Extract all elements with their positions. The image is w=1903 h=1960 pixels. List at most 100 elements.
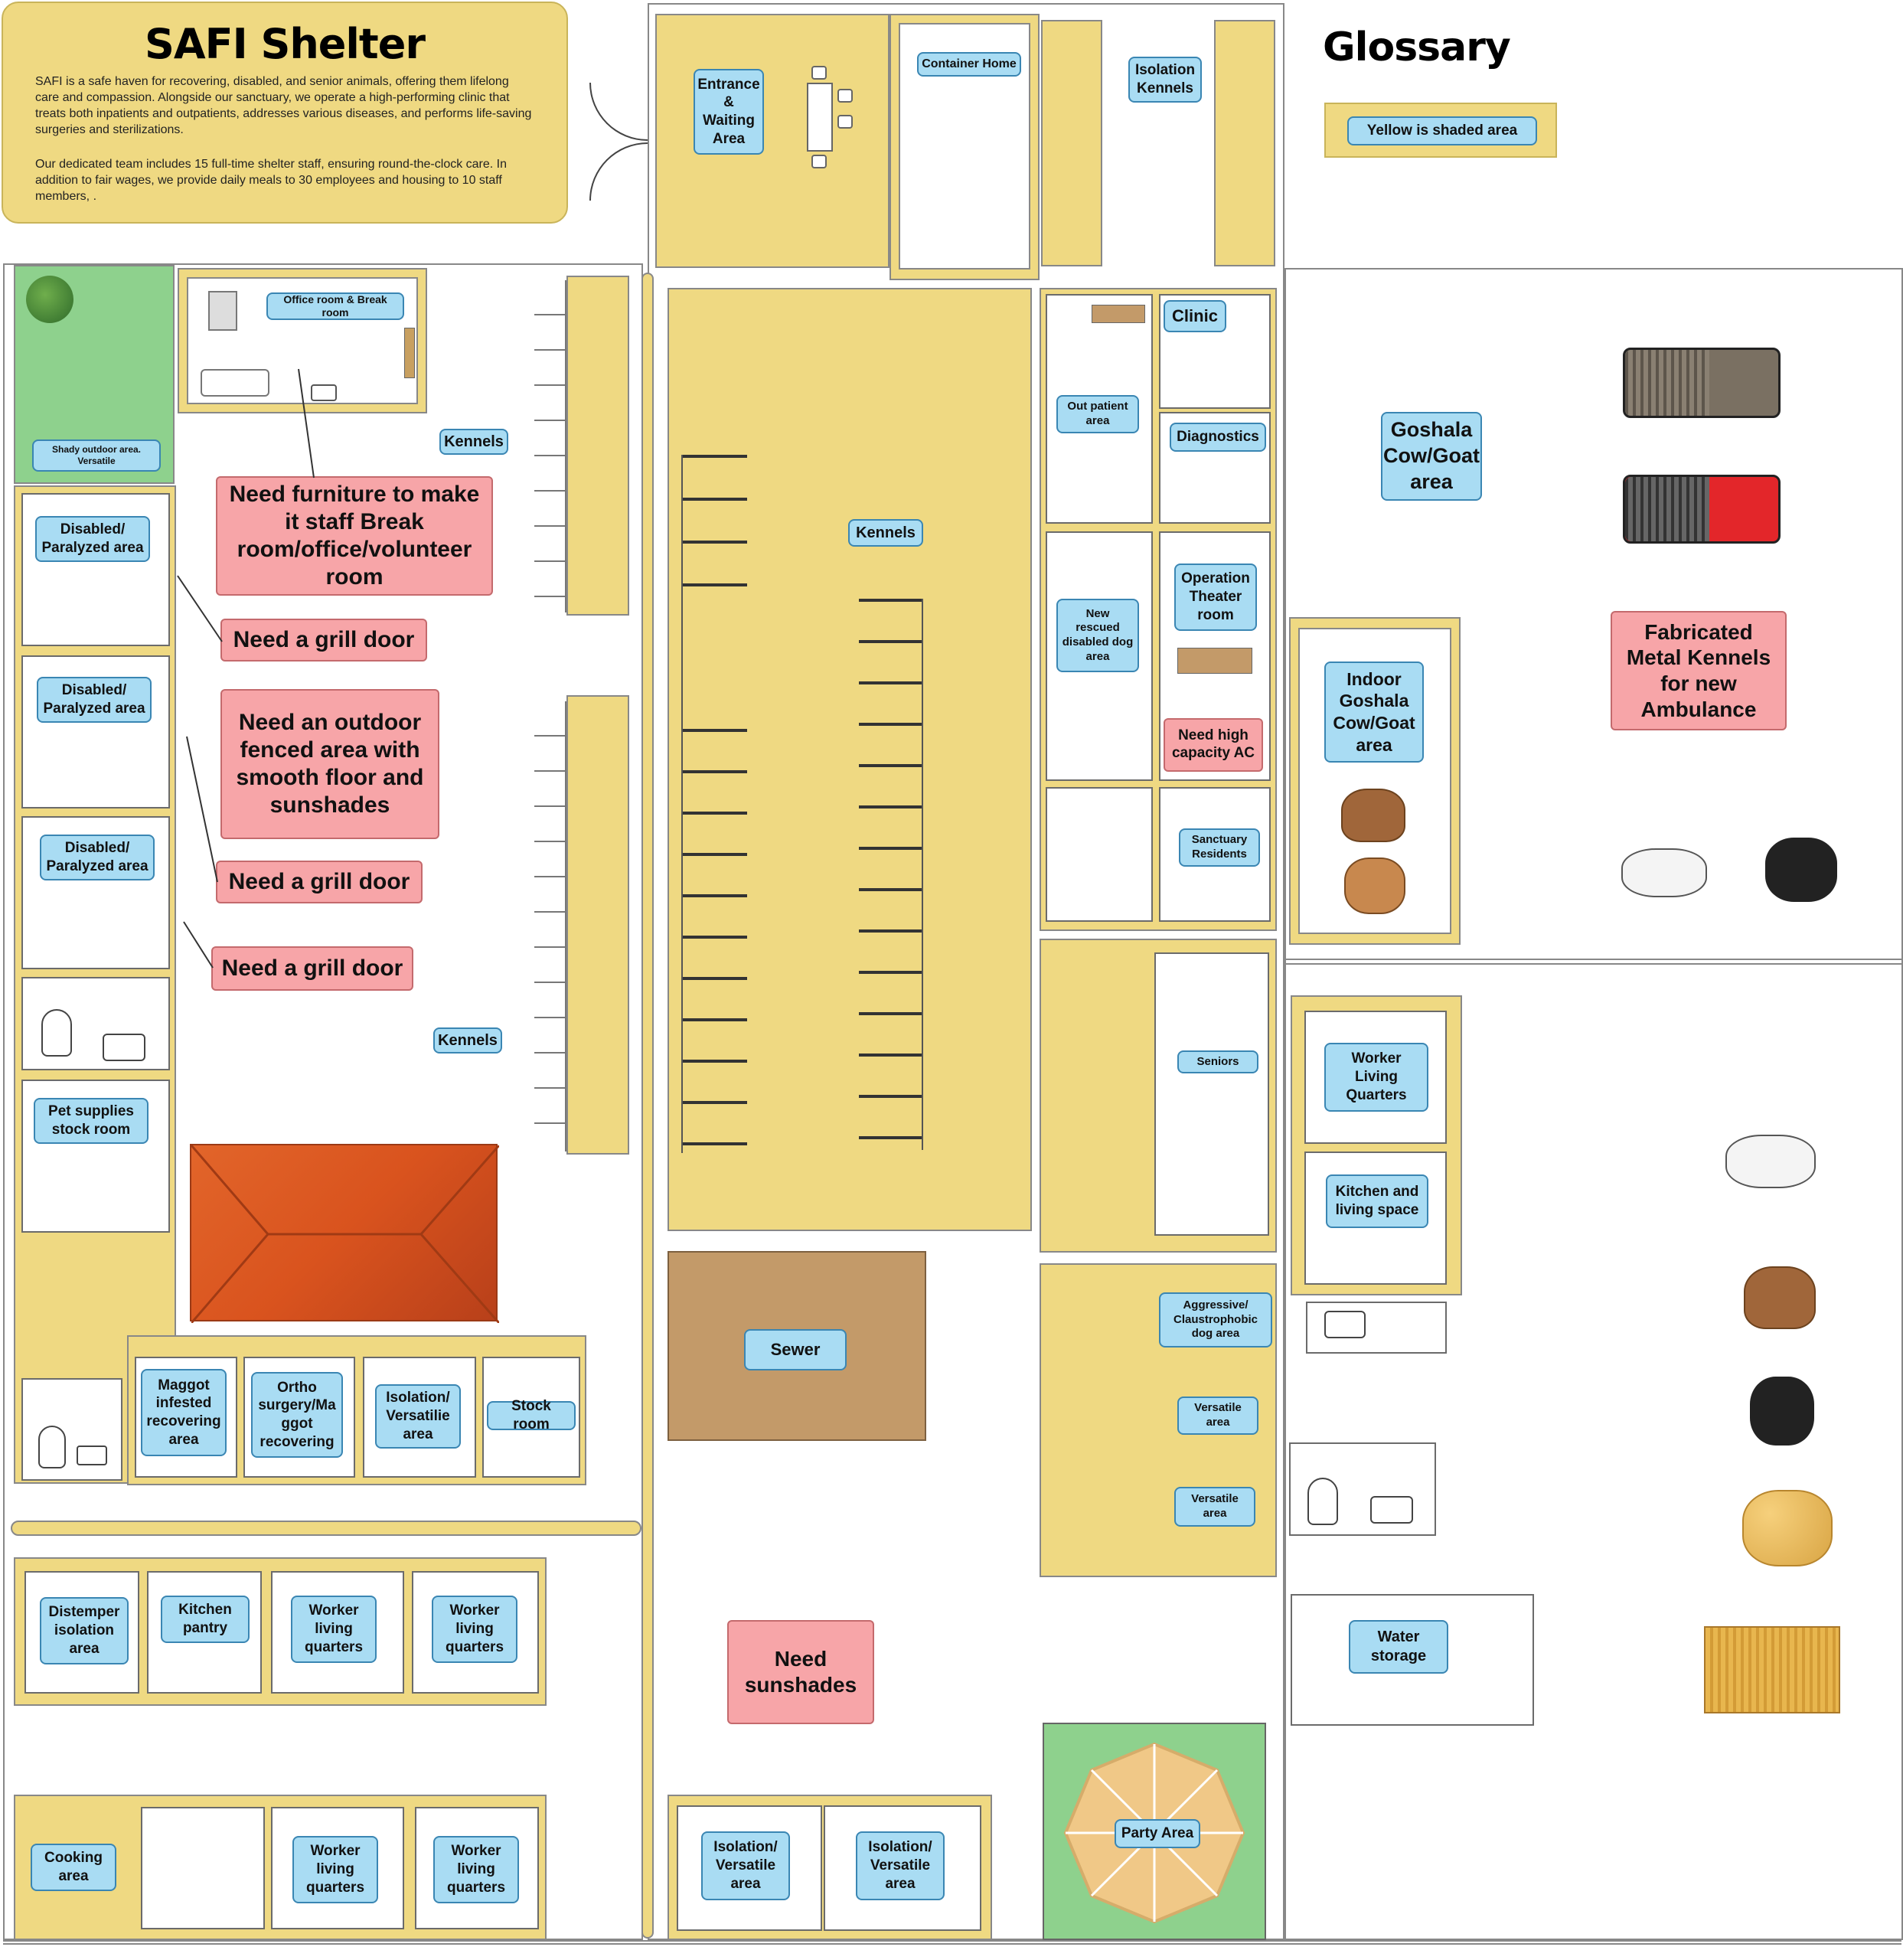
clinic-label: Clinic [1164,300,1226,332]
worker-living-label: Worker living quarters [292,1836,378,1903]
aggressive-label: Aggressive/ Claustrophobic dog area [1159,1292,1272,1348]
party-label: Party Area [1115,1819,1200,1848]
toilet-icon [38,1426,66,1468]
shady-outdoor-label: Shady outdoor area. Versatile [32,439,161,472]
bathroom [21,1378,122,1481]
entrance-door[interactable] [589,83,648,141]
toilet-icon [1307,1478,1338,1525]
toilet-icon [41,1009,72,1057]
building-outline-right [1284,268,1903,1940]
kennels-label: Kennels [848,519,923,547]
isolation-kennel-strip-left [1041,20,1102,266]
bottom-wall [3,1940,1901,1945]
diagnostics-label: Diagnostics [1170,423,1266,452]
cooking-label: Cooking area [31,1844,116,1891]
stock-room-label: Stock room [487,1398,576,1432]
office-area: Office room & Break room [178,268,427,413]
hay-icon [1742,1490,1833,1566]
sink-icon [1324,1311,1366,1338]
vertical-corridor [641,273,654,1939]
glossary-item-label: Yellow is shaded area [1347,116,1537,145]
kennel-column [566,695,629,1155]
container-home-label: Container Home [917,52,1021,77]
worker-living-quarters-label: Worker Living Quarters [1324,1043,1428,1112]
water-storage-label: Water storage [1349,1620,1448,1674]
kennel-column [566,276,629,616]
counter-icon [1092,305,1145,323]
need-furniture-note: Need furniture to make it staff Break ro… [216,476,493,596]
goat-icon [1621,848,1707,897]
party-area: Party Area [1043,1723,1266,1940]
container-home-area: Container Home [889,14,1040,280]
truck-icon [1623,475,1781,544]
operating-table-icon [1177,648,1252,674]
need-outdoor-fenced-note: Need an outdoor fenced area with smooth … [220,689,439,839]
table-chairs-icon [208,291,237,331]
bathroom [21,977,170,1070]
disabled-label: Disabled/ Paralyzed area [40,835,155,880]
hay-icon [1704,1626,1840,1713]
sink-icon [311,384,337,401]
entrance-label: Entrance & Waiting Area [694,69,764,155]
kitchen-living-label: Kitchen and living space [1326,1174,1428,1228]
truck-bed [1625,350,1709,416]
need-high-ac-note: Need high capacity AC [1164,718,1263,772]
isolation-versatile-label: Isolation/ Versatile area [856,1831,945,1900]
disabled-label: Disabled/ Paralyzed area [35,516,150,562]
cow-icon [1765,838,1837,902]
sofa-icon [201,369,269,397]
maggot-label: Maggot infested recovering area [141,1369,227,1456]
distemper-label: Distemper isolation area [40,1597,129,1664]
desk-icon [404,328,415,378]
worker-living-label: Worker living quarters [291,1596,377,1663]
tree-icon [26,276,73,323]
seniors-room [1154,952,1269,1236]
roof-icon [190,1144,499,1323]
kennel-row [683,729,747,1153]
versatile-label: Versatile area [1174,1487,1255,1527]
need-grill-door-note: Need a grill door [220,619,427,662]
chair-icon [811,155,827,168]
need-grill-door-note: Need a grill door [216,861,423,903]
ortho-label: Ortho surgery/Ma ggot recovering [251,1372,343,1458]
cow-icon [1744,1266,1816,1329]
kennel-gate-column [534,280,566,612]
worker-living-label: Worker living quarters [433,1836,519,1903]
glossary-title: Glossary [1323,24,1511,70]
cow-icon [1341,789,1405,842]
entrance-door[interactable] [589,142,648,201]
kennels-label: Kennels [433,1027,502,1054]
chair-icon [811,66,827,80]
goat-icon [1725,1135,1816,1188]
isolation-kennel-strip-right [1214,20,1275,266]
sink-icon [77,1446,107,1465]
worker-living-label: Worker living quarters [432,1596,517,1663]
metal-kennels-note: Fabricated Metal Kennels for new Ambulan… [1611,611,1787,730]
pet-supplies-label: Pet supplies stock room [34,1098,149,1144]
kennels-label: Kennels [439,429,508,455]
need-grill-door-note: Need a grill door [211,946,413,991]
info-box: SAFI Shelter SAFI is a safe haven for re… [2,2,568,224]
truck-icon [1623,348,1781,418]
truck-bed [1625,477,1709,541]
kennel-row-wall [681,455,683,1153]
empty-room [141,1807,265,1929]
table-chairs-icon [807,83,833,152]
sink-icon [103,1034,145,1061]
versatile-label: Versatile area [1177,1396,1258,1435]
operation-theater-label: Operation Theater room [1174,564,1257,631]
kennel-row-wall [922,599,923,1150]
isolation-versatile-label: Isolation/ Versatile area [701,1831,790,1900]
indoor-goshala-label: Indoor Goshala Cow/Goat area [1324,662,1424,763]
bathroom [1289,1442,1436,1536]
goshala-cow-label: Goshala Cow/Goat area [1381,412,1482,501]
new-rescued-label: New rescued disabled dog area [1056,599,1139,672]
isolation-kennels-label: Isolation Kennels [1128,57,1202,103]
page-title: SAFI Shelter [145,20,426,68]
kitchen-pantry-label: Kitchen pantry [161,1596,250,1643]
need-sunshades-note: Need sunshades [727,1620,874,1724]
kennel-row [859,599,923,1150]
info-paragraph-2: Our dedicated team includes 15 full-time… [35,158,508,203]
glossary-swatch: Yellow is shaded area [1324,103,1557,158]
isolation-versatile-label: Isolation/ Versatilie area [375,1384,461,1449]
